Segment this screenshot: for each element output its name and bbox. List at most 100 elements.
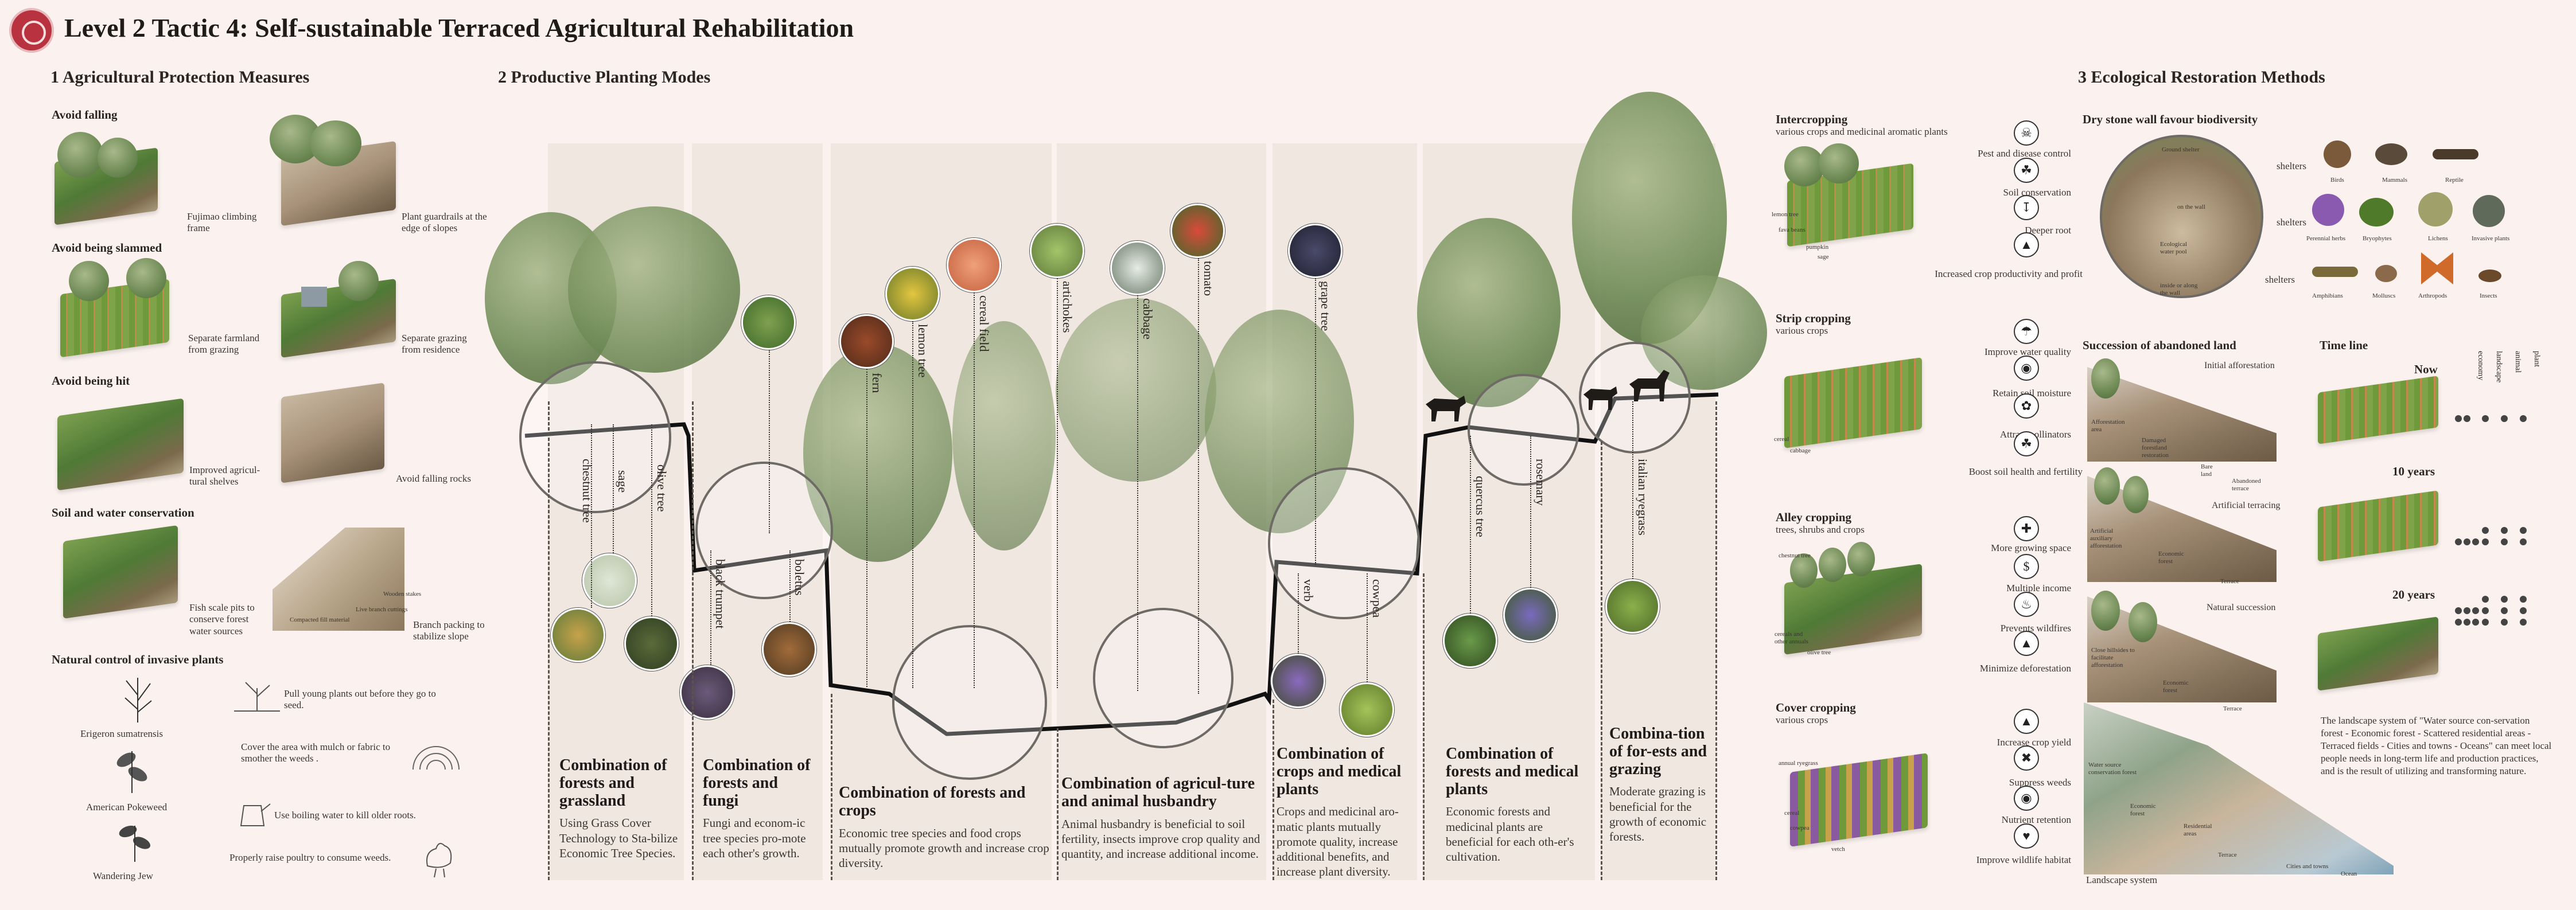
label-artichokes: artichokes	[1060, 281, 1075, 333]
landscape-description: The landscape system of "Water source co…	[2321, 715, 2552, 777]
timeline-col: landscape	[2495, 351, 2503, 383]
cereal-photo-circle	[947, 238, 1001, 292]
leader-line	[1298, 573, 1299, 654]
landscape-tag: Economic forest	[2130, 803, 2156, 818]
animal-label: Birds	[2330, 177, 2344, 183]
crop-yield-icon: ▲	[2014, 709, 2039, 734]
divider	[548, 401, 550, 880]
combo-desc: Economic forests and medicinal plants ar…	[1446, 804, 1574, 864]
tree-illustration	[69, 261, 109, 301]
invasive-method-3: Use boiling water to kill older roots.	[274, 810, 416, 821]
leader-line	[1367, 573, 1368, 682]
tree-illustration	[57, 132, 103, 178]
label-boletus: boletus	[792, 559, 807, 596]
benefit: Increase crop yield	[1997, 737, 2071, 748]
black-trumpet-photo-circle	[680, 665, 734, 720]
landscape-tag: Water source conservation forest	[2088, 761, 2137, 776]
timeline-col: economy	[2476, 351, 2485, 381]
animal-label: Arthropods	[2418, 292, 2447, 299]
drystone-tag: on the wall	[2177, 204, 2205, 210]
label-lemon: lemon tree	[916, 324, 930, 378]
combo-desc: Animal husbandry is beneficial to soil f…	[1061, 817, 1260, 861]
leader-line	[974, 292, 975, 688]
pull-plants-sketch-icon	[234, 682, 280, 712]
tree-illustration	[2091, 358, 2120, 399]
timeline-stage: Now	[2414, 362, 2438, 376]
alley-tag: olive tree	[1807, 649, 1831, 656]
landscape-tag: Ocean	[2341, 870, 2357, 877]
label-cereal: cereal field	[977, 295, 991, 352]
grape-photo-circle	[1288, 224, 1343, 278]
combo-card: Combination of forests and medical plant…	[1446, 745, 1592, 864]
invasive-plants-icon	[2473, 195, 2505, 227]
strip-title: Strip cropping	[1776, 311, 1851, 325]
leader-line	[769, 350, 770, 533]
landscape-tag: Cities and towns	[2286, 863, 2329, 870]
intercropping-sub: various crops and medicinal aromatic pla…	[1776, 126, 1948, 137]
succession-tag: Damaged forestland restoration	[2142, 437, 2169, 459]
combo-title: Combination of crops and medical plants	[1277, 745, 1402, 798]
avoid-hit-title: Avoid being hit	[52, 374, 130, 388]
succession-tag: Artificial terracing	[2212, 501, 2281, 510]
succession-tag: Close hillsides to facilitate afforestat…	[2091, 647, 2135, 669]
label-sage: sage	[616, 470, 630, 493]
cowpea-photo-circle	[1340, 682, 1394, 737]
invasive-title: Natural control of invasive plants	[52, 653, 224, 666]
invasive-method-2: Cover the area with mulch or fabric to s…	[241, 741, 391, 764]
combo-title: Combination of forests and medical plant…	[1446, 745, 1579, 798]
leader-line	[789, 550, 791, 622]
benefit: Minimize deforestation	[1979, 663, 2071, 674]
soil-moisture-icon: ◉	[2014, 356, 2039, 381]
tree-canopy	[1056, 298, 1216, 482]
timeline-stage: 10 years	[2392, 464, 2435, 478]
tree-illustration	[1847, 542, 1875, 576]
benefit: Increased crop productivity and profit	[1935, 268, 2083, 279]
benefit: Pest and disease control	[1978, 148, 2071, 159]
combo-card: Combination of forests and fungi Fungi a…	[703, 756, 818, 861]
drystone-wall-circle	[2100, 135, 2263, 298]
horse-silhouette-icon	[1629, 370, 1670, 401]
label-cowpea: cowpea	[1370, 579, 1384, 618]
combo-title: Combination of forests and fungi	[703, 756, 811, 810]
cover-title: Cover cropping	[1776, 701, 1856, 714]
combo-desc: Economic tree species and food crops mut…	[839, 826, 1049, 870]
shelters-label: shelters	[2265, 274, 2295, 285]
drystone-tag: Ecological water pool	[2160, 241, 2188, 256]
divider	[1715, 401, 1717, 880]
timeline-title: Time line	[2320, 338, 2368, 352]
succession-tag: Abandoned terrace	[2232, 478, 2261, 493]
perennial-herbs-icon	[2312, 194, 2344, 226]
alley-sub: trees, shrubs and crops	[1776, 524, 1865, 535]
benefit: Prevents wildfires	[2000, 623, 2071, 634]
goat-silhouette-icon	[1583, 386, 1617, 410]
leader-line	[1632, 401, 1633, 579]
cabbage-photo-circle	[1110, 241, 1165, 295]
quercus-photo-circle	[1443, 614, 1497, 668]
weeds-icon: ✖	[2014, 745, 2039, 771]
tree-canopy	[952, 321, 1056, 550]
section1-heading: 1 Agricultural Protection Measures	[50, 68, 310, 87]
benefit: Deeper root	[2025, 225, 2071, 236]
leader-line	[1530, 436, 1531, 588]
timeline-col: animal	[2513, 351, 2522, 373]
landscape-tag: Residential areas	[2184, 823, 2212, 838]
productivity-icon: ▲	[2014, 232, 2039, 257]
avoid-falling-caption-1: Fujimao climbing frame	[187, 211, 257, 234]
leader-line	[613, 424, 614, 553]
lemon-photo-circle	[885, 267, 940, 321]
timeline-indicator-icons	[2455, 415, 2527, 626]
avoid-slammed-caption-2: Separate grazing from residence	[402, 333, 467, 356]
chestnut-photo-circle	[551, 608, 605, 662]
benefit: Soil conservation	[2003, 187, 2071, 198]
succession-tag: Afforestation area	[2091, 419, 2125, 433]
tree-illustration	[338, 261, 379, 301]
invasive-method-4: Properly raise poultry to consume weeds.	[229, 852, 391, 863]
divider	[1057, 728, 1059, 880]
invasive-plant-1: Erigeron sumatrensis	[80, 728, 163, 739]
benefit: Boost soil health and fertility	[1968, 466, 2083, 477]
succession-tag: Initial afforestation	[2204, 361, 2275, 370]
tag-wooden-stakes: Wooden stakes	[383, 591, 422, 597]
strip-tag: cereal	[1774, 436, 1789, 443]
label-ryegrass: italian ryegrass	[1636, 459, 1650, 536]
invasive-plant-2: American Pokeweed	[86, 802, 168, 813]
